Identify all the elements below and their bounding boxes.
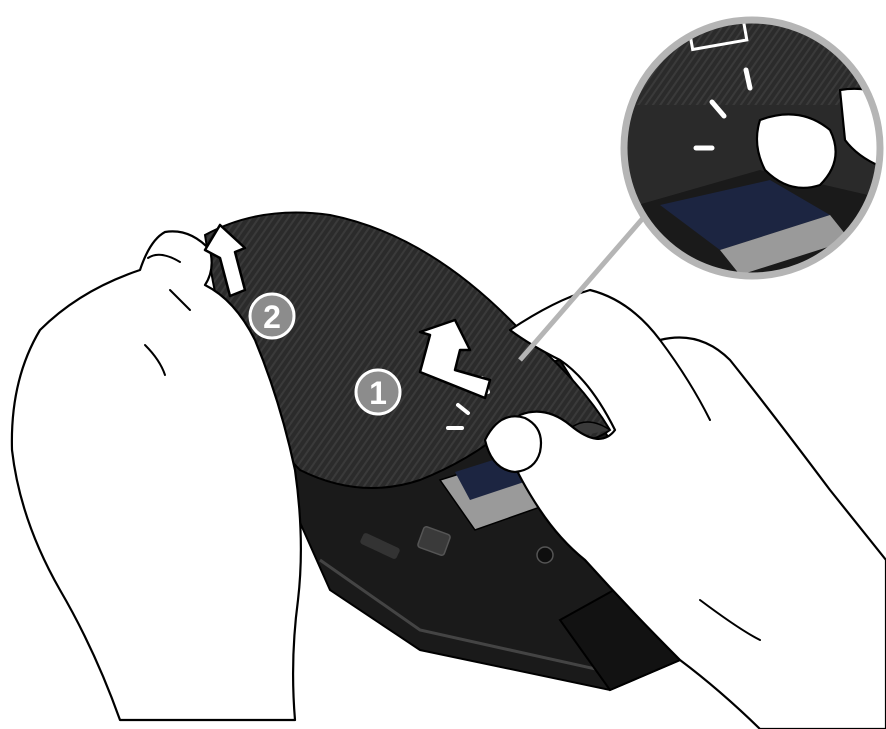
step-1-number: 1 xyxy=(369,375,387,411)
zoom-inset xyxy=(620,15,886,290)
step-2-badge: 2 xyxy=(250,294,294,338)
step-1-badge: 1 xyxy=(356,370,400,414)
step-2-number: 2 xyxy=(263,299,281,335)
